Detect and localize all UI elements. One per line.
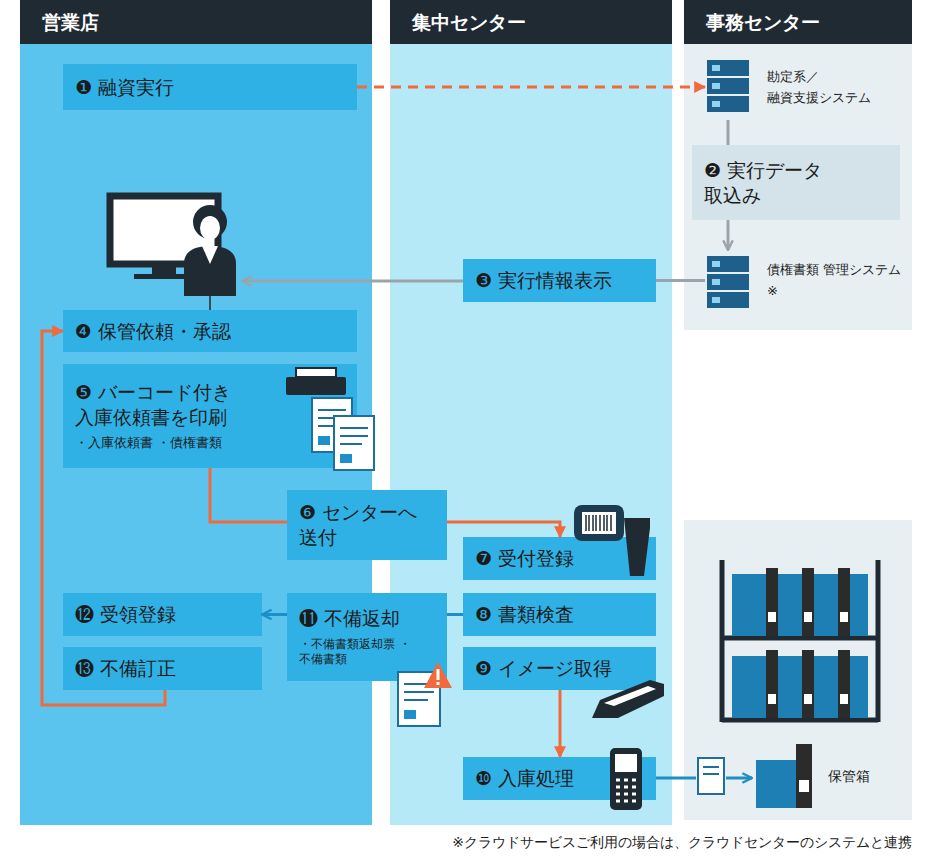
process-box: ❽ 書類検査 (463, 593, 656, 636)
step-label: ❼ 受付登録 (475, 546, 644, 571)
display-arrow (242, 280, 463, 283)
image-scanner-icon (592, 680, 664, 718)
step-label: ❶ 融資実行 (75, 75, 345, 100)
process-box: ⓭ 不備訂正 (63, 647, 262, 690)
flow-connector (447, 613, 463, 616)
printer-icon (286, 368, 346, 395)
step-label: ❻ センターへ 送付 (299, 500, 427, 549)
process-box: ⓫ 不備返却・不備書類返却票 ・不備書類 (287, 593, 447, 681)
document-icon (312, 398, 374, 470)
document-icon (698, 758, 724, 794)
barcode-scanner-icon (574, 505, 650, 576)
handheld-terminal-icon (610, 748, 642, 810)
step-label: 債権書類 管理システム※ (767, 260, 903, 302)
storage-box-icon (756, 744, 812, 808)
item-list: ・入庫依頼書 ・債権書類 (75, 435, 345, 452)
step-label: ❽ 書類検査 (475, 602, 644, 627)
lane-heading: 営業店 (20, 0, 372, 44)
step-label: ❹ 保管依頼・承認 (75, 319, 345, 344)
flow-connector (727, 220, 730, 250)
flow-connector (262, 613, 287, 616)
shelf-illustration (722, 560, 878, 722)
flow-connector (656, 279, 705, 282)
lane-heading: 集中センター (390, 0, 672, 44)
step-label: ❸ 実行情報表示 (475, 268, 644, 293)
deficiency-document-icon (398, 662, 452, 726)
flow-connector (447, 522, 560, 537)
process-box: ❸ 実行情報表示 (463, 259, 656, 302)
server-icon (707, 256, 749, 308)
step-label: ⓫ 不備返却 (299, 606, 431, 631)
storage-label: 保管箱 (828, 768, 870, 786)
flow-connector (42, 331, 165, 705)
flow-connector (727, 120, 730, 145)
flow-connector (357, 86, 705, 89)
server-icon (707, 60, 749, 112)
step-label: ⓭ 不備訂正 (75, 656, 250, 681)
process-box: ❶ 融資実行 (63, 64, 357, 110)
lane-heading: 事務センター (684, 0, 912, 44)
storage-arrow (656, 777, 696, 780)
process-box: ⓬ 受領登録 (63, 593, 262, 636)
process-box: ❻ センターへ 送付 (287, 490, 447, 560)
storage-arrow (726, 777, 752, 780)
item-list: ・不備書類返却票 ・不備書類 (299, 637, 435, 668)
step-label: ❾ イメージ取得 (475, 656, 644, 681)
step-label: ❿ 入庫処理 (475, 766, 644, 791)
footnote: ※クラウドサービスご利用の場合は、クラウドセンターのシステムと連携 (452, 834, 912, 852)
flow-connector (210, 468, 287, 522)
step-label: ❷ 実行データ 取込み (704, 158, 854, 207)
step-label: 勘定系／ 融資支援システム (767, 67, 903, 109)
process-box: ❷ 実行データ 取込み (692, 145, 900, 220)
process-box: ❾ イメージ取得 (463, 647, 656, 690)
step-label: ⓬ 受領登録 (75, 602, 250, 627)
process-box: ❹ 保管依頼・承認 (63, 310, 357, 352)
staff-illustration (110, 196, 236, 310)
storage-panel (684, 520, 912, 820)
step-label: ❺ バーコード付き 入庫依頼書を印刷 (75, 380, 280, 429)
flow-connector (559, 690, 562, 757)
